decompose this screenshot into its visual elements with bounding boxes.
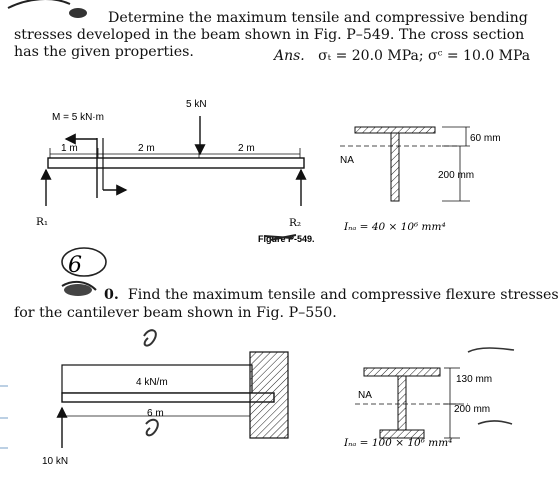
problem-550-line-2: for the cantilever beam shown in Fig. P–… [14, 305, 337, 321]
moment-label: M = 5 kN·m [52, 112, 104, 123]
dim-130mm: 130 mm [456, 374, 492, 385]
dim-200mm-549: 200 mm [438, 170, 474, 181]
point-load-label: 10 kN [42, 456, 68, 467]
t-section-549 [340, 126, 470, 202]
span-2m-right: 2 m [238, 143, 255, 154]
answer-values: σₜ = 20.0 MPa; σᶜ = 10.0 MPa [318, 48, 531, 64]
reaction-r1: R₁ [36, 216, 48, 228]
inertia-550: Iₙₐ = 100 × 10⁶ mm⁴ [343, 437, 452, 449]
inertia-549: Iₙₐ = 40 × 10⁶ mm⁴ [343, 221, 446, 233]
reaction-r2: R₂ [289, 217, 301, 229]
wall-support [249, 351, 289, 439]
distributed-load-label: 4 kN/m [136, 377, 168, 388]
beam-549 [47, 157, 305, 169]
problem-550-line-1: Find the maximum tensile and compressive… [127, 287, 558, 303]
problem-549-statement: Determine the maximum tensile and compre… [14, 10, 528, 61]
pen-scribble-top [7, 0, 87, 18]
problem-549-line-3: has the given properties. [14, 44, 194, 60]
figure-p549: M = 5 kN·m 5 kN 1 m 2 m 2 m R₁ R₂ Figure… [36, 99, 501, 244]
problem-549-line-1: Determine the maximum tensile and compre… [108, 10, 528, 26]
span-2m-left: 2 m [138, 143, 155, 154]
problem-550-statement: 0. Find the maximum tensile and compress… [14, 286, 558, 322]
handwritten-annotation: 6 [61, 247, 107, 296]
dim-200mm-550: 200 mm [454, 404, 490, 415]
span-1m: 1 m [61, 143, 78, 154]
margin-ticks [0, 385, 8, 449]
answer-prefix: Ans. [274, 48, 305, 64]
i-section-550 [355, 347, 515, 439]
problem-549-answer: Ans. σₜ = 20.0 MPa; σᶜ = 10.0 MPa [274, 48, 530, 64]
na-label-550: NA [358, 390, 372, 401]
handwritten-six: 6 [68, 253, 82, 278]
load-label-549: 5 kN [186, 99, 207, 110]
dim-60mm: 60 mm [470, 133, 501, 144]
problem-550-number: 0. [104, 287, 119, 303]
beam-550 [61, 392, 275, 403]
na-label-549: NA [340, 155, 354, 166]
span-6m: 6 m [147, 408, 164, 419]
problem-549-line-2: stresses developed in the beam shown in … [14, 27, 525, 43]
figure-p550: 4 kN/m 6 m 10 kN NA 130 mm 200 mm Iₙₐ = … [42, 329, 515, 467]
figure-caption-549: Figure P-549. [258, 234, 315, 244]
